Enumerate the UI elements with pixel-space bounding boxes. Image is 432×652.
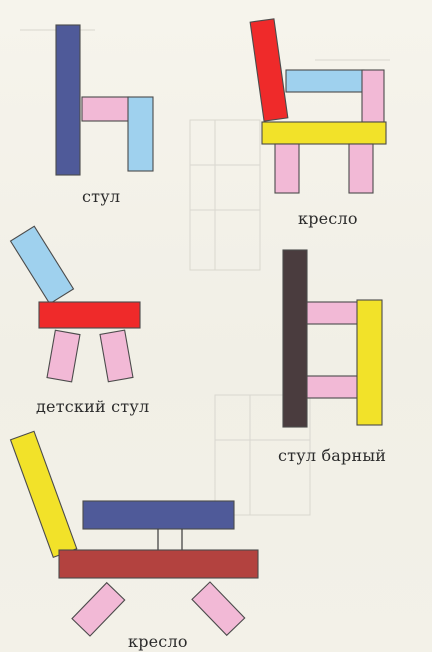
kids-chair-left-leg-block — [47, 330, 80, 382]
armchair-bottom-top-block — [83, 501, 234, 529]
armchair-right-leg-block — [349, 144, 373, 193]
bar-stool-bottom-rung-block — [307, 376, 358, 398]
kids-chair-seat-block — [39, 302, 140, 328]
armchair-seat-block — [262, 122, 386, 144]
chair-seat-block — [82, 97, 129, 121]
armchair-bottom-back-block — [11, 431, 77, 557]
bar-stool-caption: стул барный — [278, 446, 386, 465]
armchair-armrest-block — [286, 70, 364, 92]
armchair-bottom-caption: кресло — [128, 632, 188, 651]
bar-stool-top-rung-block — [307, 302, 358, 324]
chair-leg-block — [128, 97, 153, 171]
chair-caption: стул — [82, 187, 120, 206]
kids-chair-right-leg-block — [100, 330, 133, 382]
armchair-left-leg-block — [275, 144, 299, 193]
chair-back-block — [56, 25, 80, 175]
bar-stool-back-block — [283, 250, 307, 427]
armchair-bottom-figure — [11, 431, 258, 636]
kids-chair-back-block — [11, 226, 74, 304]
armchair-bottom-left-leg-block — [72, 583, 125, 636]
armchair-top-figure — [250, 19, 386, 193]
armchair-bottom-seat-block — [59, 550, 258, 578]
armchair-top-caption: кресло — [298, 209, 358, 228]
armchair-bottom-right-leg-block — [192, 582, 245, 635]
chair-figure — [56, 25, 153, 175]
bar-stool-leg-block — [357, 300, 382, 425]
kids-chair-figure — [11, 226, 140, 382]
armchair-back-block — [250, 19, 288, 121]
kids-chair-caption: детский стул — [36, 397, 149, 416]
bar-stool-figure — [283, 250, 382, 427]
armchair-right-post-block — [362, 70, 384, 122]
